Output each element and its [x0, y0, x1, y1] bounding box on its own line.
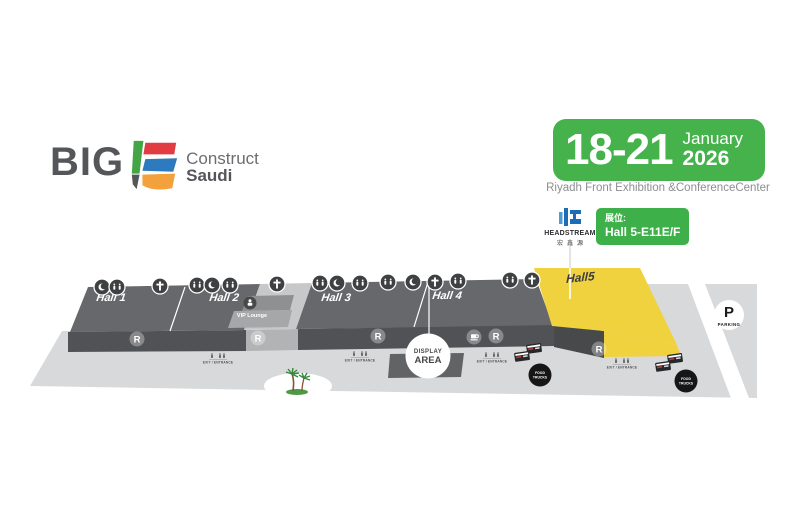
date-badge: 18-21 January 2026 — [553, 119, 765, 181]
prayer-icon — [328, 274, 346, 292]
registration-icons: R R R R R — [129, 328, 607, 357]
svg-text:TRUCKS: TRUCKS — [533, 375, 548, 379]
hall-3-label: Hall 3 — [321, 292, 353, 304]
booth-badge: 展位: Hall 5-E11E/F — [596, 208, 690, 246]
svg-text:R: R — [375, 331, 382, 342]
logo-big-text: BIG — [50, 140, 125, 184]
hall-1-2-roof — [70, 284, 260, 332]
vip-lounge-label: VIP Lounge — [237, 313, 267, 319]
prayer-icon — [203, 276, 221, 294]
food-icon — [523, 271, 541, 289]
svg-text:EXIT / ENTRANCE: EXIT / ENTRANCE — [345, 359, 375, 363]
svg-text:R: R — [134, 334, 141, 345]
restroom-icon — [351, 274, 369, 292]
display-area-badge: DISPLAY AREA — [405, 333, 451, 379]
restroom-icon — [379, 273, 397, 291]
truck-icon — [655, 361, 671, 372]
hall-4-label: Hall 4 — [432, 290, 463, 302]
svg-text:EXIT / ENTRANCE: EXIT / ENTRANCE — [203, 361, 233, 365]
coffee-icon — [466, 329, 482, 345]
restroom-icon — [108, 278, 126, 296]
hall-1-2-front — [68, 330, 246, 352]
food-trucks-icon — [528, 363, 552, 387]
headstream-logo: HEADSTREAM 宏鑫源 — [538, 205, 602, 247]
registration-icon: R — [129, 331, 145, 347]
food-trucks-icon — [674, 369, 698, 393]
registration-icon: R — [488, 328, 504, 344]
registration-icon: R — [250, 330, 266, 346]
prayer-icon — [404, 273, 422, 291]
logo-words: Construct Saudi — [186, 150, 259, 184]
booth-location: Hall 5-E11E/F — [605, 224, 681, 239]
svg-text:R: R — [493, 331, 500, 342]
parking-icon: P PARKING — [714, 300, 744, 330]
hall-5-label: Hall5 — [566, 269, 595, 286]
svg-text:FOOD: FOOD — [681, 377, 691, 381]
road-stripe — [688, 284, 749, 398]
display-area-line1: DISPLAY — [414, 349, 442, 355]
vip-lounge-icon — [243, 296, 257, 310]
svg-text:TRUCKS: TRUCKS — [679, 381, 694, 385]
exit-entrance-icons: EXIT / ENTRANCE EXIT / ENTRANCE EXIT / ENT… — [203, 351, 637, 370]
restroom-icon — [449, 272, 467, 290]
svg-text:R: R — [596, 344, 603, 355]
hall-1-label: Hall 1 — [96, 292, 127, 304]
food-icon — [268, 275, 286, 293]
truck-icon — [514, 351, 530, 362]
booth-label: 展位: — [605, 213, 626, 223]
exit-entrance-icon: EXIT / ENTRANCE — [203, 353, 233, 365]
truck-icon — [526, 343, 542, 354]
vip-block-front — [246, 329, 298, 351]
display-area-line2: AREA — [415, 355, 442, 366]
restroom-icon — [221, 276, 239, 294]
exit-entrance-icon: EXIT / ENTRANCE — [607, 358, 637, 370]
restroom-icon — [311, 274, 329, 292]
hall-5-front — [604, 331, 681, 357]
headstream-name: HEADSTREAM — [544, 230, 596, 237]
hall-1-2-divider — [169, 286, 186, 332]
headstream-name-cn: 宏鑫源 — [556, 241, 587, 247]
logo-saudi-text: Saudi — [186, 166, 233, 185]
exit-entrance-icon: EXIT / ENTRANCE — [345, 351, 375, 363]
restroom-icon — [501, 271, 519, 289]
svg-text:EXIT / ENTRANCE: EXIT / ENTRANCE — [477, 360, 507, 364]
venue-text: Riyadh Front Exhibition &ConferenceCente… — [546, 182, 770, 194]
parking-p: P — [724, 304, 734, 321]
food-icon — [151, 277, 169, 295]
amenity-icons — [93, 271, 541, 296]
palm-trees-icon — [264, 367, 332, 399]
headstream-icon — [559, 208, 581, 226]
date-month: January — [682, 129, 744, 149]
logo-five-icon — [131, 140, 178, 190]
svg-text:R: R — [255, 333, 262, 344]
truck-icon — [667, 353, 683, 364]
svg-text:EXIT / ENTRANCE: EXIT / ENTRANCE — [607, 366, 637, 370]
registration-icon: R — [370, 328, 386, 344]
big5-logo: BIG Construct Saudi — [50, 137, 259, 191]
restroom-icon — [188, 276, 206, 294]
exit-entrance-icon: EXIT / ENTRANCE — [477, 352, 507, 364]
date-range: 18-21 — [565, 125, 674, 174]
hall-3-4-divider — [413, 281, 429, 328]
food-icon — [426, 273, 444, 291]
hall-5-front-block — [554, 325, 604, 358]
vip-terrace-lower — [228, 310, 292, 328]
date-year: 2026 — [682, 146, 730, 170]
svg-text:FOOD: FOOD — [535, 371, 545, 375]
hall-2-label: Hall 2 — [209, 292, 241, 304]
prayer-icon — [93, 278, 111, 296]
date-month-year: January 2026 — [683, 130, 743, 170]
parking-label: PARKING — [718, 322, 741, 327]
logo-construct-text: Construct — [186, 149, 259, 168]
registration-icon: R — [591, 341, 607, 357]
